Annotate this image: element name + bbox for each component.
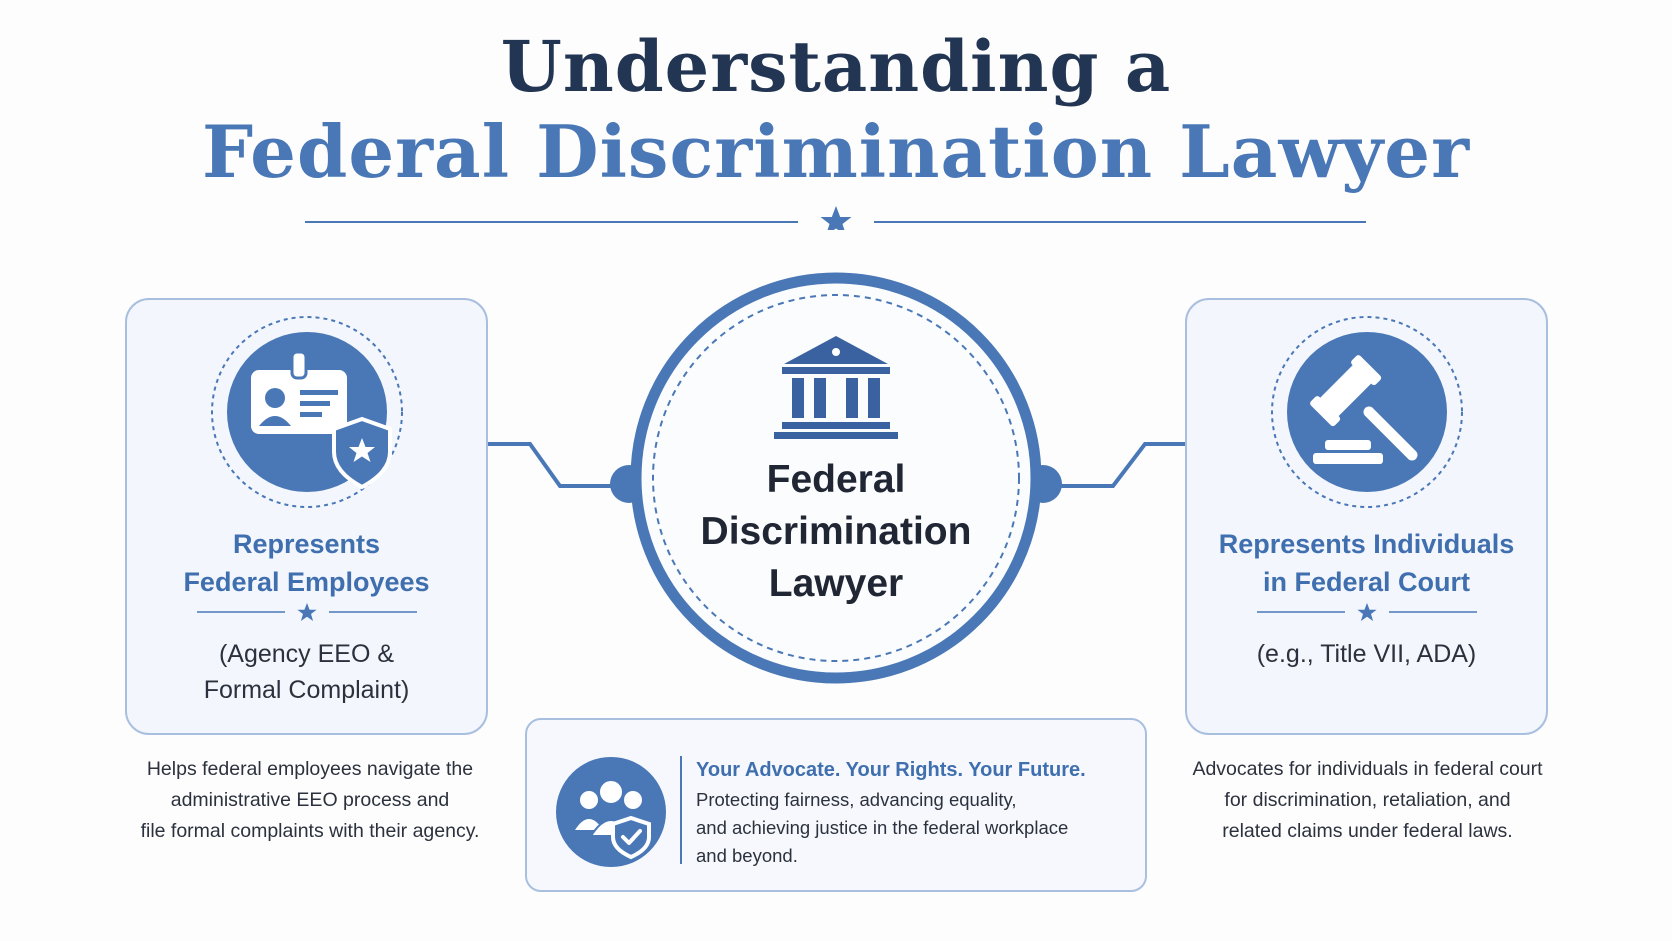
left-card: Represents Federal Employees (Agency EEO… (125, 298, 488, 735)
left-description: Helps federal employees navigate the adm… (95, 754, 525, 847)
tagline-body-line: and beyond. (696, 845, 798, 866)
left-card-title-line-2: Federal Employees (183, 567, 430, 597)
right-description-line: Advocates for individuals in federal cou… (1192, 758, 1543, 780)
title-divider (305, 206, 1366, 230)
left-card-divider (197, 603, 417, 621)
tagline-body: Protecting fairness, advancing equality,… (696, 786, 1136, 870)
left-description-line: Helps federal employees navigate the (146, 758, 474, 780)
left-card-title-line-1: Represents (232, 529, 381, 559)
center-label-line-2: Discrimination (700, 510, 972, 553)
courthouse-icon (774, 336, 898, 439)
title-line-2: Federal Discrimination Lawyer (201, 109, 1470, 194)
right-description-line: for discrimination, retaliation, and (1224, 789, 1511, 811)
left-description-line: file formal complaints with their agency… (140, 820, 480, 842)
left-card-subtitle-line-2: Formal Complaint) (203, 676, 410, 704)
tagline-body-line: Protecting fairness, advancing equality, (696, 789, 1017, 810)
id-badge-shield-icon (211, 316, 403, 508)
gavel-icon (1271, 316, 1463, 508)
right-description-line: related claims under federal laws. (1222, 820, 1513, 842)
right-card-title-line-2: in Federal Court (1262, 567, 1471, 597)
center-circle (630, 272, 1042, 684)
center-label-line-1: Federal (766, 458, 906, 501)
right-card-subtitle: (e.g., Title VII, ADA) (1256, 640, 1477, 668)
title-line-1: Understanding a (500, 25, 1172, 108)
people-shield-check-icon (556, 757, 666, 867)
center-label-line-3: Lawyer (768, 562, 904, 605)
tagline-separator (680, 756, 682, 864)
right-card-title-line-1: Represents Individuals (1218, 529, 1515, 559)
right-card: Represents Individuals in Federal Court … (1185, 298, 1548, 735)
right-description: Advocates for individuals in federal cou… (1150, 754, 1585, 847)
star-icon (297, 603, 317, 621)
tagline-title: Your Advocate. Your Rights. Your Future. (696, 759, 1086, 781)
right-card-divider (1257, 603, 1477, 621)
left-description-line: administrative EEO process and (170, 789, 450, 811)
tagline-box: Your Advocate. Your Rights. Your Future.… (525, 718, 1147, 892)
tagline-body-line: and achieving justice in the federal wor… (696, 817, 1069, 838)
left-card-subtitle-line-1: (Agency EEO & (218, 640, 395, 668)
star-icon (820, 206, 852, 230)
star-icon (1357, 603, 1377, 621)
